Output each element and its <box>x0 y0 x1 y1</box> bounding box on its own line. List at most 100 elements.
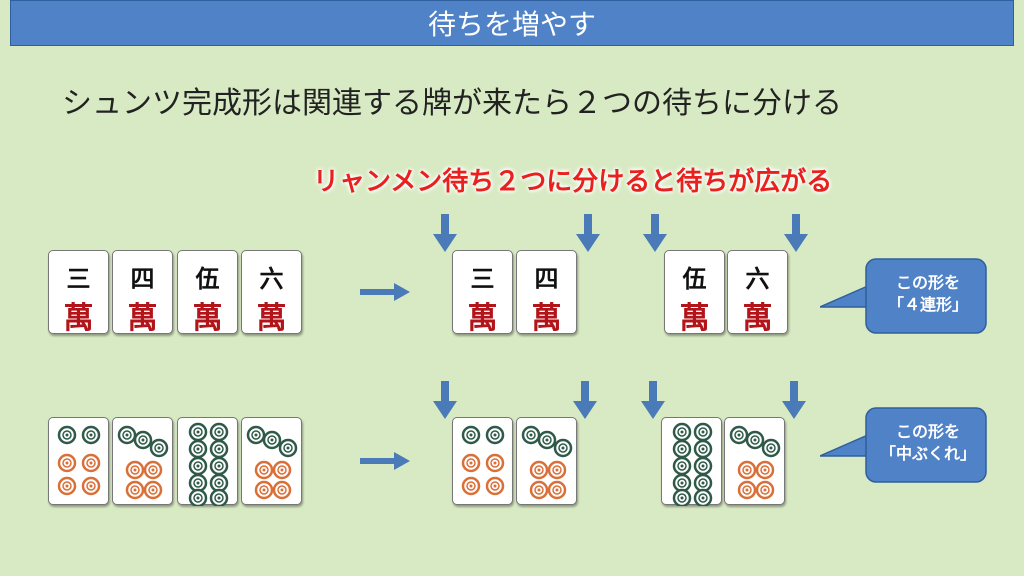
circle-dot-icon <box>547 460 567 480</box>
page-title: 待ちを増やす <box>427 8 596 41</box>
man-char: 萬 <box>63 301 94 336</box>
man-tile-5: 伍 萬 <box>664 250 725 336</box>
circle-dot-icon <box>209 422 229 442</box>
circle-dot-icon <box>272 460 292 480</box>
down-arrow-icon <box>784 214 808 252</box>
circle-dot-icon <box>461 476 481 496</box>
speech-bubble-icon <box>820 258 987 334</box>
tile-number: 六 <box>745 264 770 293</box>
circle-dot-icon <box>672 488 692 506</box>
circle-dot-icon <box>485 425 505 445</box>
tile-number: 六 <box>259 264 284 293</box>
circle-dot-icon <box>737 480 757 500</box>
circle-dot-icon <box>209 439 229 459</box>
man-char: 萬 <box>192 301 223 336</box>
circle-dot-icon <box>188 456 208 476</box>
man-char: 萬 <box>679 301 710 336</box>
circle-dot-icon <box>693 488 713 506</box>
pin-tile <box>452 417 513 505</box>
man-char: 萬 <box>127 301 158 336</box>
circle-dot-icon <box>693 473 713 493</box>
circle-dot-icon <box>278 438 298 458</box>
pin-tile <box>112 417 173 505</box>
circle-dot-icon <box>209 488 229 506</box>
circle-dot-icon <box>57 476 77 496</box>
pin-tile <box>241 417 302 505</box>
circle-dot-icon <box>461 425 481 445</box>
pin-tile <box>661 417 722 506</box>
circle-dot-icon <box>745 430 765 450</box>
circle-dot-icon <box>125 480 145 500</box>
man-tile-4: 四 萬 <box>112 250 173 336</box>
man-char: 萬 <box>467 301 498 336</box>
tile-number: 三 <box>66 264 91 293</box>
down-arrow-icon <box>576 214 600 252</box>
down-arrow-icon <box>782 381 806 419</box>
circle-dot-icon <box>521 425 541 445</box>
speech-bubble-icon <box>820 407 987 483</box>
man-tile-3: 三 萬 <box>48 250 109 336</box>
circle-dot-icon <box>254 480 274 500</box>
circle-dot-icon <box>529 460 549 480</box>
tile-number: 三 <box>470 264 495 293</box>
circle-dot-icon <box>693 439 713 459</box>
title-bar: 待ちを増やす <box>10 0 1014 46</box>
circle-dot-icon <box>693 456 713 476</box>
pin-tile <box>516 417 577 505</box>
highlight-text: リャンメン待ち２つに分けると待ちが広がる <box>313 167 833 197</box>
man-char: 萬 <box>256 301 287 336</box>
circle-dot-icon <box>246 425 266 445</box>
callout-line: この形を <box>895 422 960 441</box>
down-arrow-icon <box>433 214 457 252</box>
circle-dot-icon <box>188 473 208 493</box>
right-arrow-icon <box>360 452 410 470</box>
circle-dot-icon <box>209 456 229 476</box>
circle-dot-icon <box>547 480 567 500</box>
down-arrow-icon <box>433 381 457 419</box>
circle-dot-icon <box>143 460 163 480</box>
man-char: 萬 <box>531 301 562 336</box>
circle-dot-icon <box>149 438 169 458</box>
circle-dot-icon <box>209 473 229 493</box>
tile-number: 四 <box>130 264 155 293</box>
circle-dot-icon <box>143 480 163 500</box>
tile-number: 伍 <box>195 264 220 293</box>
callout-text: この形を 「４連形」 <box>870 272 986 316</box>
man-tile-6: 六 萬 <box>241 250 302 336</box>
man-tile-4: 四 萬 <box>516 250 577 336</box>
circle-dot-icon <box>485 476 505 496</box>
circle-dot-icon <box>57 425 77 445</box>
circle-dot-icon <box>262 430 282 450</box>
circle-dot-icon <box>81 476 101 496</box>
circle-dot-icon <box>761 438 781 458</box>
man-tile-5: 伍 萬 <box>177 250 238 336</box>
circle-dot-icon <box>672 422 692 442</box>
circle-dot-icon <box>529 480 549 500</box>
circle-dot-icon <box>272 480 292 500</box>
circle-dot-icon <box>188 422 208 442</box>
circle-dot-icon <box>254 460 274 480</box>
man-tile-3: 三 萬 <box>452 250 513 336</box>
callout-text: この形を 「中ぶくれ」 <box>870 421 986 465</box>
circle-dot-icon <box>737 460 757 480</box>
circle-dot-icon <box>537 430 557 450</box>
pin-tile <box>177 417 238 506</box>
circle-dot-icon <box>461 453 481 473</box>
down-arrow-icon <box>641 381 665 419</box>
circle-dot-icon <box>693 422 713 442</box>
pin-tile <box>724 417 785 505</box>
right-arrow-icon <box>360 283 410 301</box>
circle-dot-icon <box>125 460 145 480</box>
circle-dot-icon <box>672 473 692 493</box>
circle-dot-icon <box>133 430 153 450</box>
circle-dot-icon <box>672 439 692 459</box>
tile-number: 伍 <box>682 264 707 293</box>
circle-dot-icon <box>117 425 137 445</box>
circle-dot-icon <box>485 453 505 473</box>
callout-line: 「４連形」 <box>887 295 968 314</box>
subtitle: シュンツ完成形は関連する牌が来たら２つの待ちに分ける <box>62 86 842 121</box>
down-arrow-icon <box>643 214 667 252</box>
down-arrow-icon <box>573 381 597 419</box>
man-tile-6: 六 萬 <box>727 250 788 336</box>
pin-tile <box>48 417 109 505</box>
